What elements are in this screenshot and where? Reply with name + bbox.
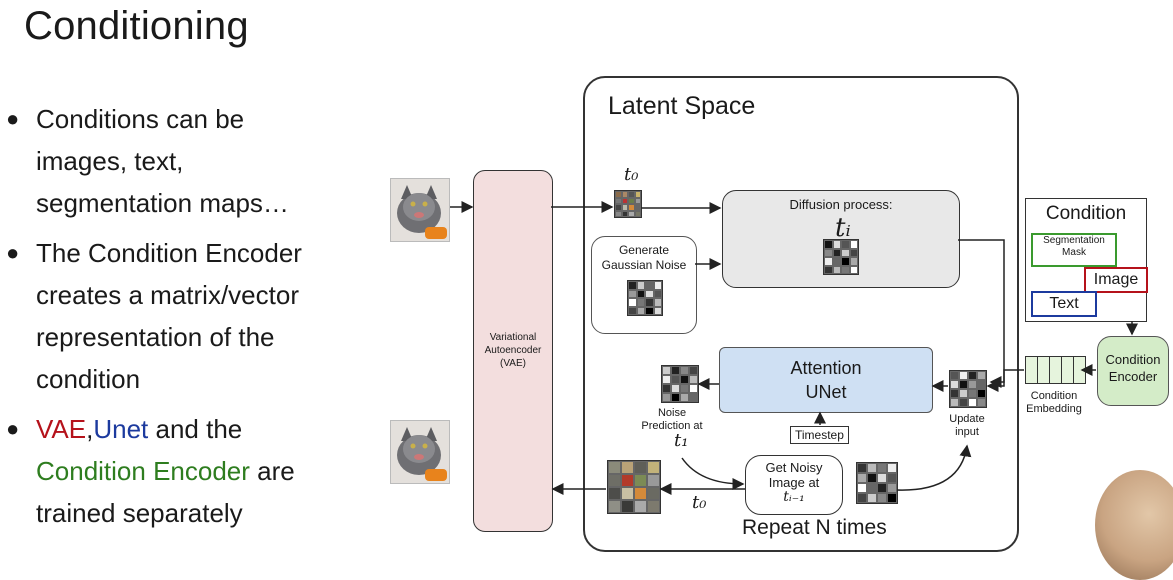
unet-label: Attention UNet <box>720 356 932 404</box>
unet-label-line: Attention <box>790 358 862 378</box>
attention-unet-box: Attention UNet <box>719 347 933 413</box>
condition-encoder-box: Condition Encoder <box>1097 336 1169 406</box>
bullet-line: Conditions can be <box>36 104 245 134</box>
condition-encoder-highlight: Condition Encoder <box>36 456 250 486</box>
noisy-label-line: Image at <box>768 475 820 490</box>
comma-text: , <box>86 414 94 444</box>
vae-label-line: Variational <box>489 332 537 343</box>
bullet-dot: ● <box>6 416 20 441</box>
bullet-line: images, text, <box>36 146 184 176</box>
vae-highlight: VAE <box>36 414 87 444</box>
noise-prediction-line: Noise <box>657 407 687 419</box>
bullet-line: Condition Encoder are <box>36 450 366 492</box>
bullet-line: VAE,Unet and the <box>36 408 366 450</box>
get-noisy-image-box: Get Noisy Image at tᵢ₋₁ <box>745 455 843 515</box>
noise-prediction-line: Prediction at <box>641 420 703 432</box>
bullet-line: creates a matrix/vector <box>36 280 299 310</box>
vae-label-line: (VAE) <box>500 358 526 369</box>
condition-embedding-line: Condition <box>1030 390 1078 402</box>
condition-title: Condition <box>1045 203 1127 224</box>
cat-input-image <box>390 178 450 242</box>
latent-space-label: Latent Space <box>608 92 756 120</box>
latent-space-box <box>583 76 1019 552</box>
noisy-output-grid <box>856 462 898 504</box>
noisy-t-label: tᵢ₋₁ <box>783 489 805 505</box>
bullet-line: condition <box>36 364 141 394</box>
unet-highlight: Unet <box>93 414 149 444</box>
condition-box: Condition Segmentation Mask Image Text <box>1025 198 1148 322</box>
denoised-latent-grid <box>607 460 661 514</box>
bullet-item: ● Conditions can be images, text, segmen… <box>6 98 366 224</box>
update-input-label: Update input <box>937 413 997 439</box>
t0-top-label: t₀ <box>624 164 639 185</box>
t0-bottom-label: t₀ <box>692 492 707 513</box>
and-text: and the <box>148 414 243 444</box>
bullet-list: ● Conditions can be images, text, segmen… <box>6 98 366 542</box>
update-input-line: Update <box>949 413 985 425</box>
bullet-line: representation of the <box>36 322 275 352</box>
bullet-item: ● The Condition Encoder creates a matrix… <box>6 232 366 400</box>
condition-encoder-label: Condition Encoder <box>1098 351 1168 385</box>
gaussian-label-line: Generate <box>618 243 670 257</box>
segmentation-mask-box: Segmentation Mask <box>1031 233 1117 267</box>
condition-embedding-line: Embedding <box>1026 403 1082 415</box>
timestep-box: Timestep <box>790 426 849 444</box>
bullet-line: trained separately <box>36 498 243 528</box>
bullet-line: The Condition Encoder <box>36 238 302 268</box>
noise-prediction-t-label: t₁ <box>674 430 689 451</box>
diffusion-label: Diffusion process: <box>789 197 893 212</box>
noise-grid-diffusion <box>823 239 859 275</box>
noise-grid-gaussian <box>627 280 663 316</box>
cat-output-image <box>390 420 450 484</box>
segmentation-line: Segmentation <box>1043 235 1105 246</box>
gaussian-label: Generate Gaussian Noise <box>592 243 696 273</box>
vae-box: Variational Autoencoder (VAE) <box>473 170 553 532</box>
are-text: are <box>249 456 295 486</box>
update-input-line: input <box>955 426 979 438</box>
condition-encoder-line: Condition <box>1105 352 1161 367</box>
segmentation-line: Mask <box>1062 247 1086 258</box>
update-input-grid <box>949 370 987 408</box>
slide-title: Conditioning <box>24 4 249 48</box>
bullet-dot: ● <box>6 106 20 131</box>
noisy-label: Get Noisy Image at tᵢ₋₁ <box>746 460 842 505</box>
text-condition-box: Text <box>1031 291 1097 317</box>
noise-prediction-grid <box>661 365 699 403</box>
noisy-label-line: Get Noisy <box>765 460 823 475</box>
vae-label-line: Autoencoder <box>484 345 542 356</box>
bullet-line: segmentation maps… <box>36 188 289 218</box>
gaussian-label-line: Gaussian Noise <box>601 258 687 272</box>
repeat-label: Repeat N times <box>742 516 887 539</box>
latent-grid-t0 <box>614 190 642 218</box>
unet-label-line: UNet <box>805 382 847 402</box>
bullet-dot: ● <box>6 240 20 265</box>
condition-embedding-label: Condition Embedding <box>1016 390 1092 416</box>
noise-prediction-label: Noise Prediction at <box>632 407 712 433</box>
diffusion-t-label: tᵢ <box>835 213 851 243</box>
presenter-video-crop <box>1095 470 1173 580</box>
vae-label: Variational Autoencoder (VAE) <box>474 331 552 370</box>
condition-encoder-line: Encoder <box>1108 369 1158 384</box>
image-condition-box: Image <box>1084 267 1148 293</box>
condition-embedding-vector <box>1025 356 1086 384</box>
bullet-item: ● VAE,Unet and the Condition Encoder are… <box>6 408 366 534</box>
